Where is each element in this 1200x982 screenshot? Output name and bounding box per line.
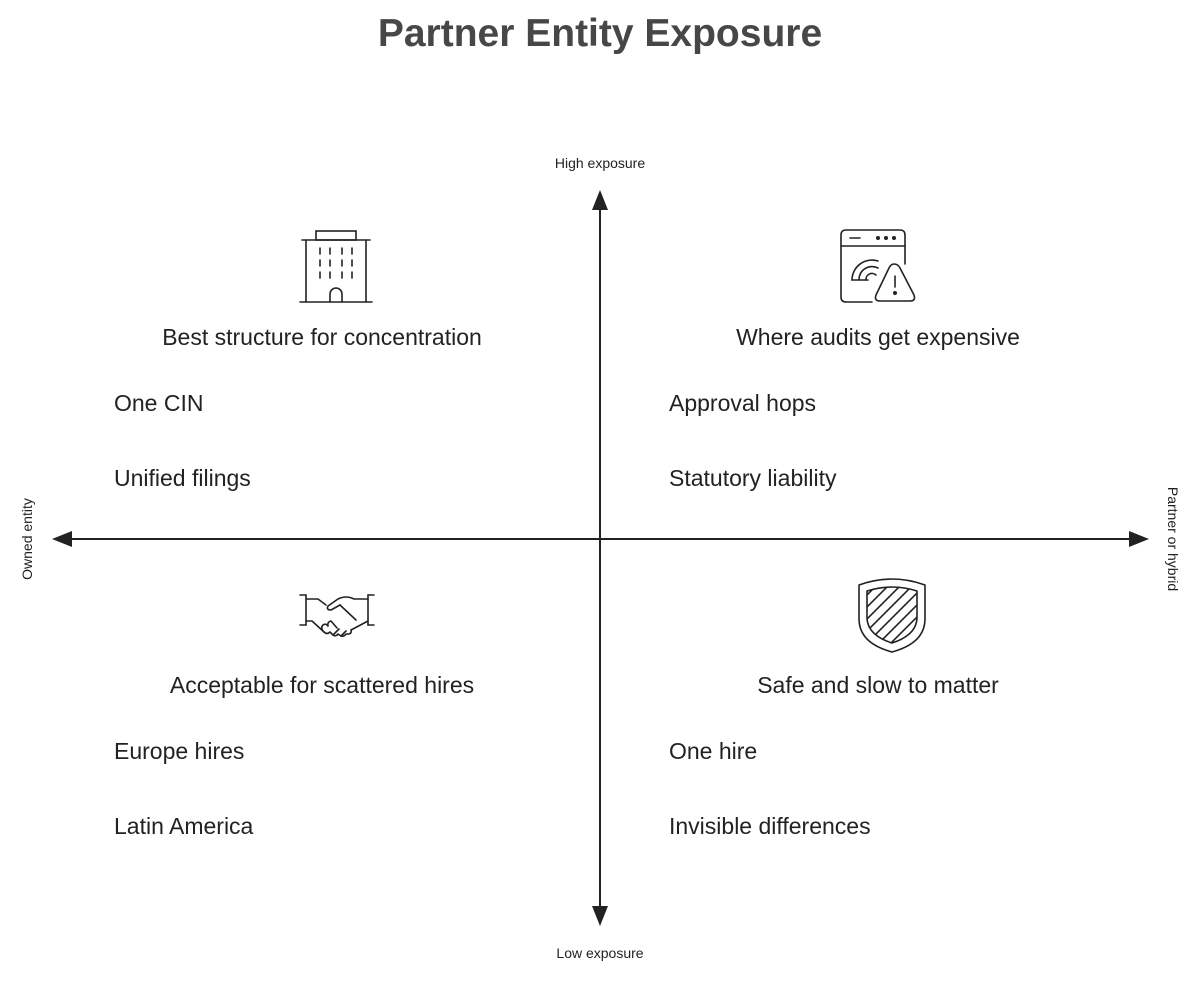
quadrant-item: One hire: [669, 738, 758, 764]
axis-label-left: Owned entity: [19, 498, 35, 580]
quadrant-item: Approval hops: [669, 390, 817, 416]
quadrant-item: One CIN: [114, 390, 204, 416]
browser-warning-icon: [840, 229, 916, 303]
quadrant-item: Invisible differences: [669, 813, 871, 839]
quadrant-title-top-left: Best structure for concentration: [162, 324, 482, 350]
page-title: Partner Entity Exposure: [377, 12, 823, 55]
quadrant-title-top-right: Where audits get expensive: [736, 324, 1020, 350]
quadrant-item: Europe hires: [114, 738, 245, 764]
quadrant-item: Unified filings: [114, 465, 251, 491]
handshake-icon: [299, 594, 375, 638]
quadrant-title-bottom-right: Safe and slow to matter: [757, 672, 999, 698]
office-building-icon: [299, 230, 373, 303]
quadrant-item: Latin America: [114, 813, 254, 839]
quadrant-item: Statutory liability: [669, 465, 837, 491]
axis-label-low: Low exposure: [556, 945, 644, 961]
axis-label-high: High exposure: [554, 155, 646, 171]
quadrant-title-bottom-left: Acceptable for scattered hires: [169, 672, 475, 698]
shield-icon: [858, 578, 926, 653]
axis-label-right: Partner or hybrid: [1165, 486, 1181, 592]
